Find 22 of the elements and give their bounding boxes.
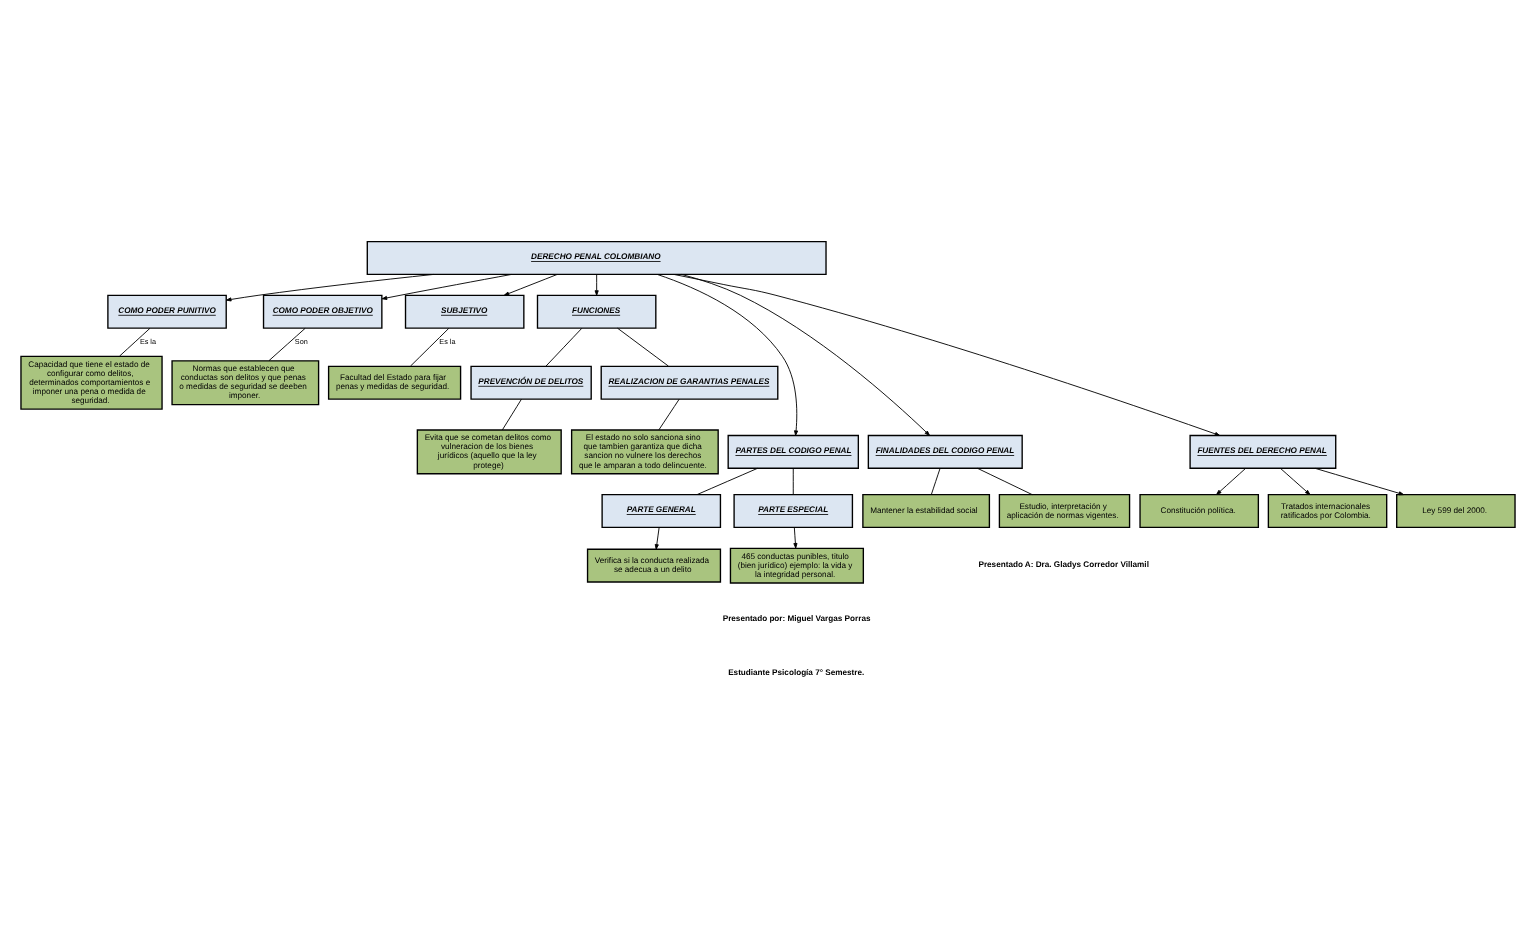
connector (410, 327, 450, 367)
arrow (673, 273, 1221, 436)
connector (617, 327, 669, 367)
connector (658, 398, 680, 431)
arrow (226, 273, 435, 302)
connector (501, 398, 522, 431)
arrow (681, 273, 930, 436)
connector (977, 467, 1033, 496)
connector (930, 468, 941, 495)
connector (268, 327, 306, 362)
arrow (503, 274, 558, 296)
arrow (793, 527, 798, 549)
arrow (1280, 468, 1311, 495)
connector (545, 327, 583, 367)
arrow (654, 527, 660, 550)
arrow (594, 274, 599, 296)
arrow (1314, 467, 1405, 496)
arrow (381, 274, 512, 300)
arrow (656, 274, 799, 436)
connector (792, 468, 794, 495)
arrow (1216, 468, 1246, 495)
connector (119, 327, 151, 357)
